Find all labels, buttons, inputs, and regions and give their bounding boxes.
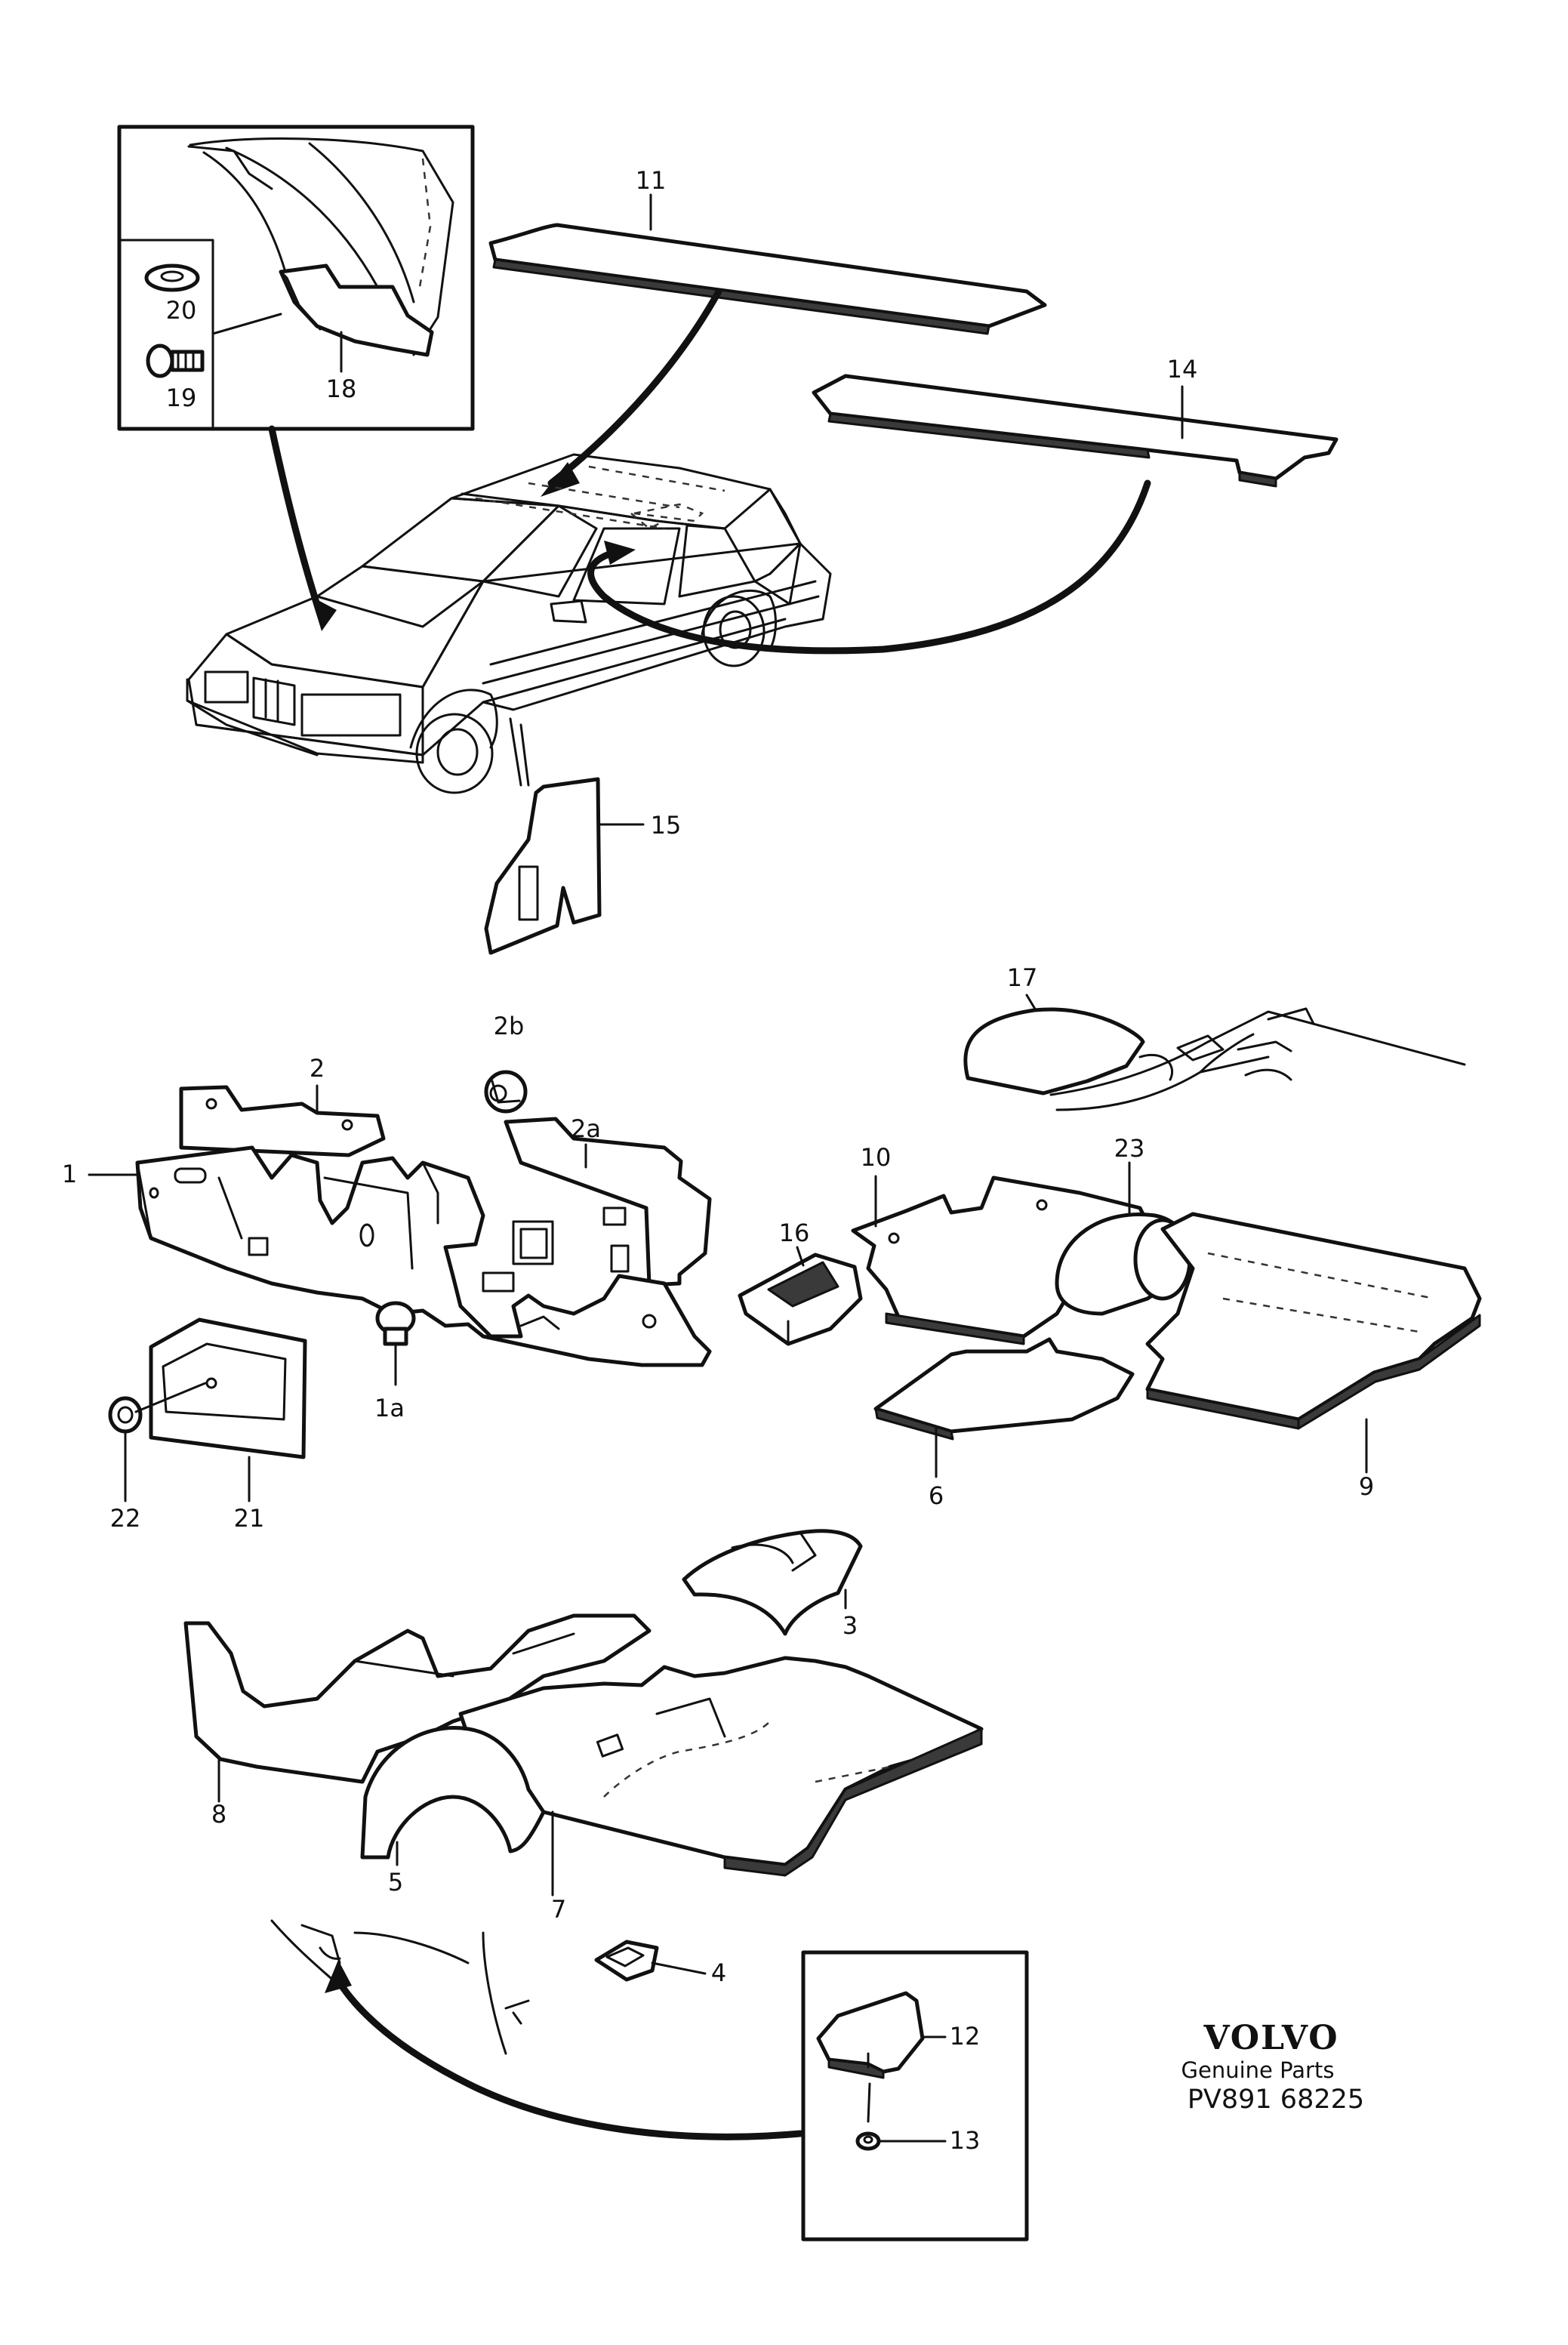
part-2b-clip	[484, 1070, 528, 1114]
part-7-rear-carpet	[458, 1656, 984, 1897]
part-4-plug	[594, 1940, 707, 1982]
label-9: 9	[1359, 1472, 1374, 1501]
label-5: 5	[388, 1868, 403, 1897]
part-21-plate	[149, 1317, 307, 1502]
part-3-tunnel-cover	[682, 1529, 863, 1636]
part-17-wheelarch	[963, 994, 1466, 1111]
part-1a-plug	[375, 1301, 416, 1386]
bracket-inset-arrow	[333, 1974, 804, 2140]
car-illustration	[186, 453, 832, 794]
label-13: 13	[950, 2126, 981, 2155]
genuine-parts-text: Genuine Parts	[1181, 2057, 1335, 2083]
part-11-panel	[488, 193, 1047, 335]
part-14-arrow	[587, 479, 1151, 655]
part-10-floor-mat	[851, 1175, 1150, 1345]
label-12: 12	[950, 2022, 981, 2051]
floor-sketch	[270, 1919, 530, 2055]
part-23-tunnel	[1055, 1161, 1195, 1316]
label-2b: 2b	[494, 1012, 525, 1040]
label-18: 18	[326, 374, 357, 403]
label-11: 11	[636, 166, 667, 195]
label-2: 2	[310, 1054, 325, 1083]
part-22-washer	[108, 1382, 207, 1502]
part-1-2-2a-firewall	[88, 1084, 712, 1367]
label-10: 10	[861, 1143, 892, 1172]
inset-arrow-to-hood	[268, 425, 325, 623]
part-5-wheelarch	[360, 1726, 546, 1866]
label-15: 15	[651, 811, 682, 840]
label-4: 4	[711, 1958, 726, 1987]
part-11-arrow	[547, 288, 722, 487]
volvo-logo: VOLVO	[1203, 2019, 1338, 2057]
part-15-panel	[484, 717, 645, 955]
label-2a: 2a	[571, 1114, 601, 1143]
label-3: 3	[843, 1611, 858, 1640]
label-7: 7	[551, 1895, 566, 1924]
label-21: 21	[234, 1504, 265, 1533]
label-22: 22	[110, 1504, 141, 1533]
label-6: 6	[929, 1481, 944, 1510]
label-8: 8	[211, 1800, 226, 1829]
hood-inset-box	[117, 125, 475, 431]
label-1a: 1a	[374, 1394, 405, 1422]
label-20: 20	[166, 296, 197, 325]
part-8-front-carpet	[183, 1613, 652, 1803]
label-23: 23	[1114, 1134, 1145, 1163]
part-14-panel	[812, 374, 1338, 488]
label-1: 1	[62, 1160, 77, 1188]
part-number-text: PV891 68225	[1188, 2085, 1364, 2115]
label-16: 16	[779, 1219, 810, 1247]
brand-block: VOLVO Genuine Parts PV891 68225	[1181, 2019, 1365, 2115]
part-9-trunk-mat	[1145, 1212, 1482, 1474]
bracket-inset-box	[801, 1950, 1029, 2242]
label-19: 19	[166, 384, 197, 412]
part-16-console-pad	[738, 1246, 863, 1346]
label-17: 17	[1007, 963, 1038, 992]
label-14: 14	[1167, 355, 1198, 384]
part-6-rear-mat	[873, 1337, 1135, 1478]
